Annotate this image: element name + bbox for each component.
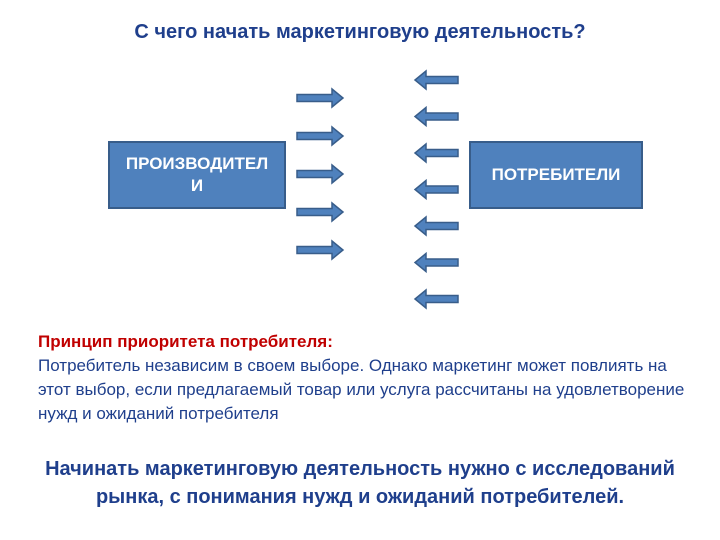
left-arrow-icon: [413, 288, 459, 310]
left-arrow-icon: [413, 215, 459, 237]
principle-text: Потребитель независим в своем выборе. Од…: [38, 356, 685, 423]
right-arrow-icon: [296, 87, 345, 109]
producers-box: ПРОИЗВОДИТЕЛИ: [108, 141, 286, 209]
right-arrow-icon: [296, 163, 345, 185]
conclusion-text: Начинать маркетинговую деятельность нужн…: [45, 458, 675, 508]
right-arrow-icon: [296, 201, 345, 223]
diagram-title: С чего начать маркетинговую деятельность…: [134, 21, 586, 43]
right-arrow-icon: [296, 239, 345, 261]
right-arrow-icon: [296, 125, 345, 147]
left-arrow-icon: [413, 142, 459, 164]
left-arrow-icon: [413, 69, 459, 91]
left-arrow-icon: [413, 105, 459, 128]
principle-title: Принцип приоритета потребителя:: [38, 332, 333, 351]
consumers-box: ПОТРЕБИТЕЛИ: [469, 141, 643, 209]
principle-block: Принцип приоритета потребителя: Потребит…: [38, 330, 698, 426]
left-arrow-icon: [413, 178, 459, 201]
left-arrow-icon: [413, 251, 459, 274]
